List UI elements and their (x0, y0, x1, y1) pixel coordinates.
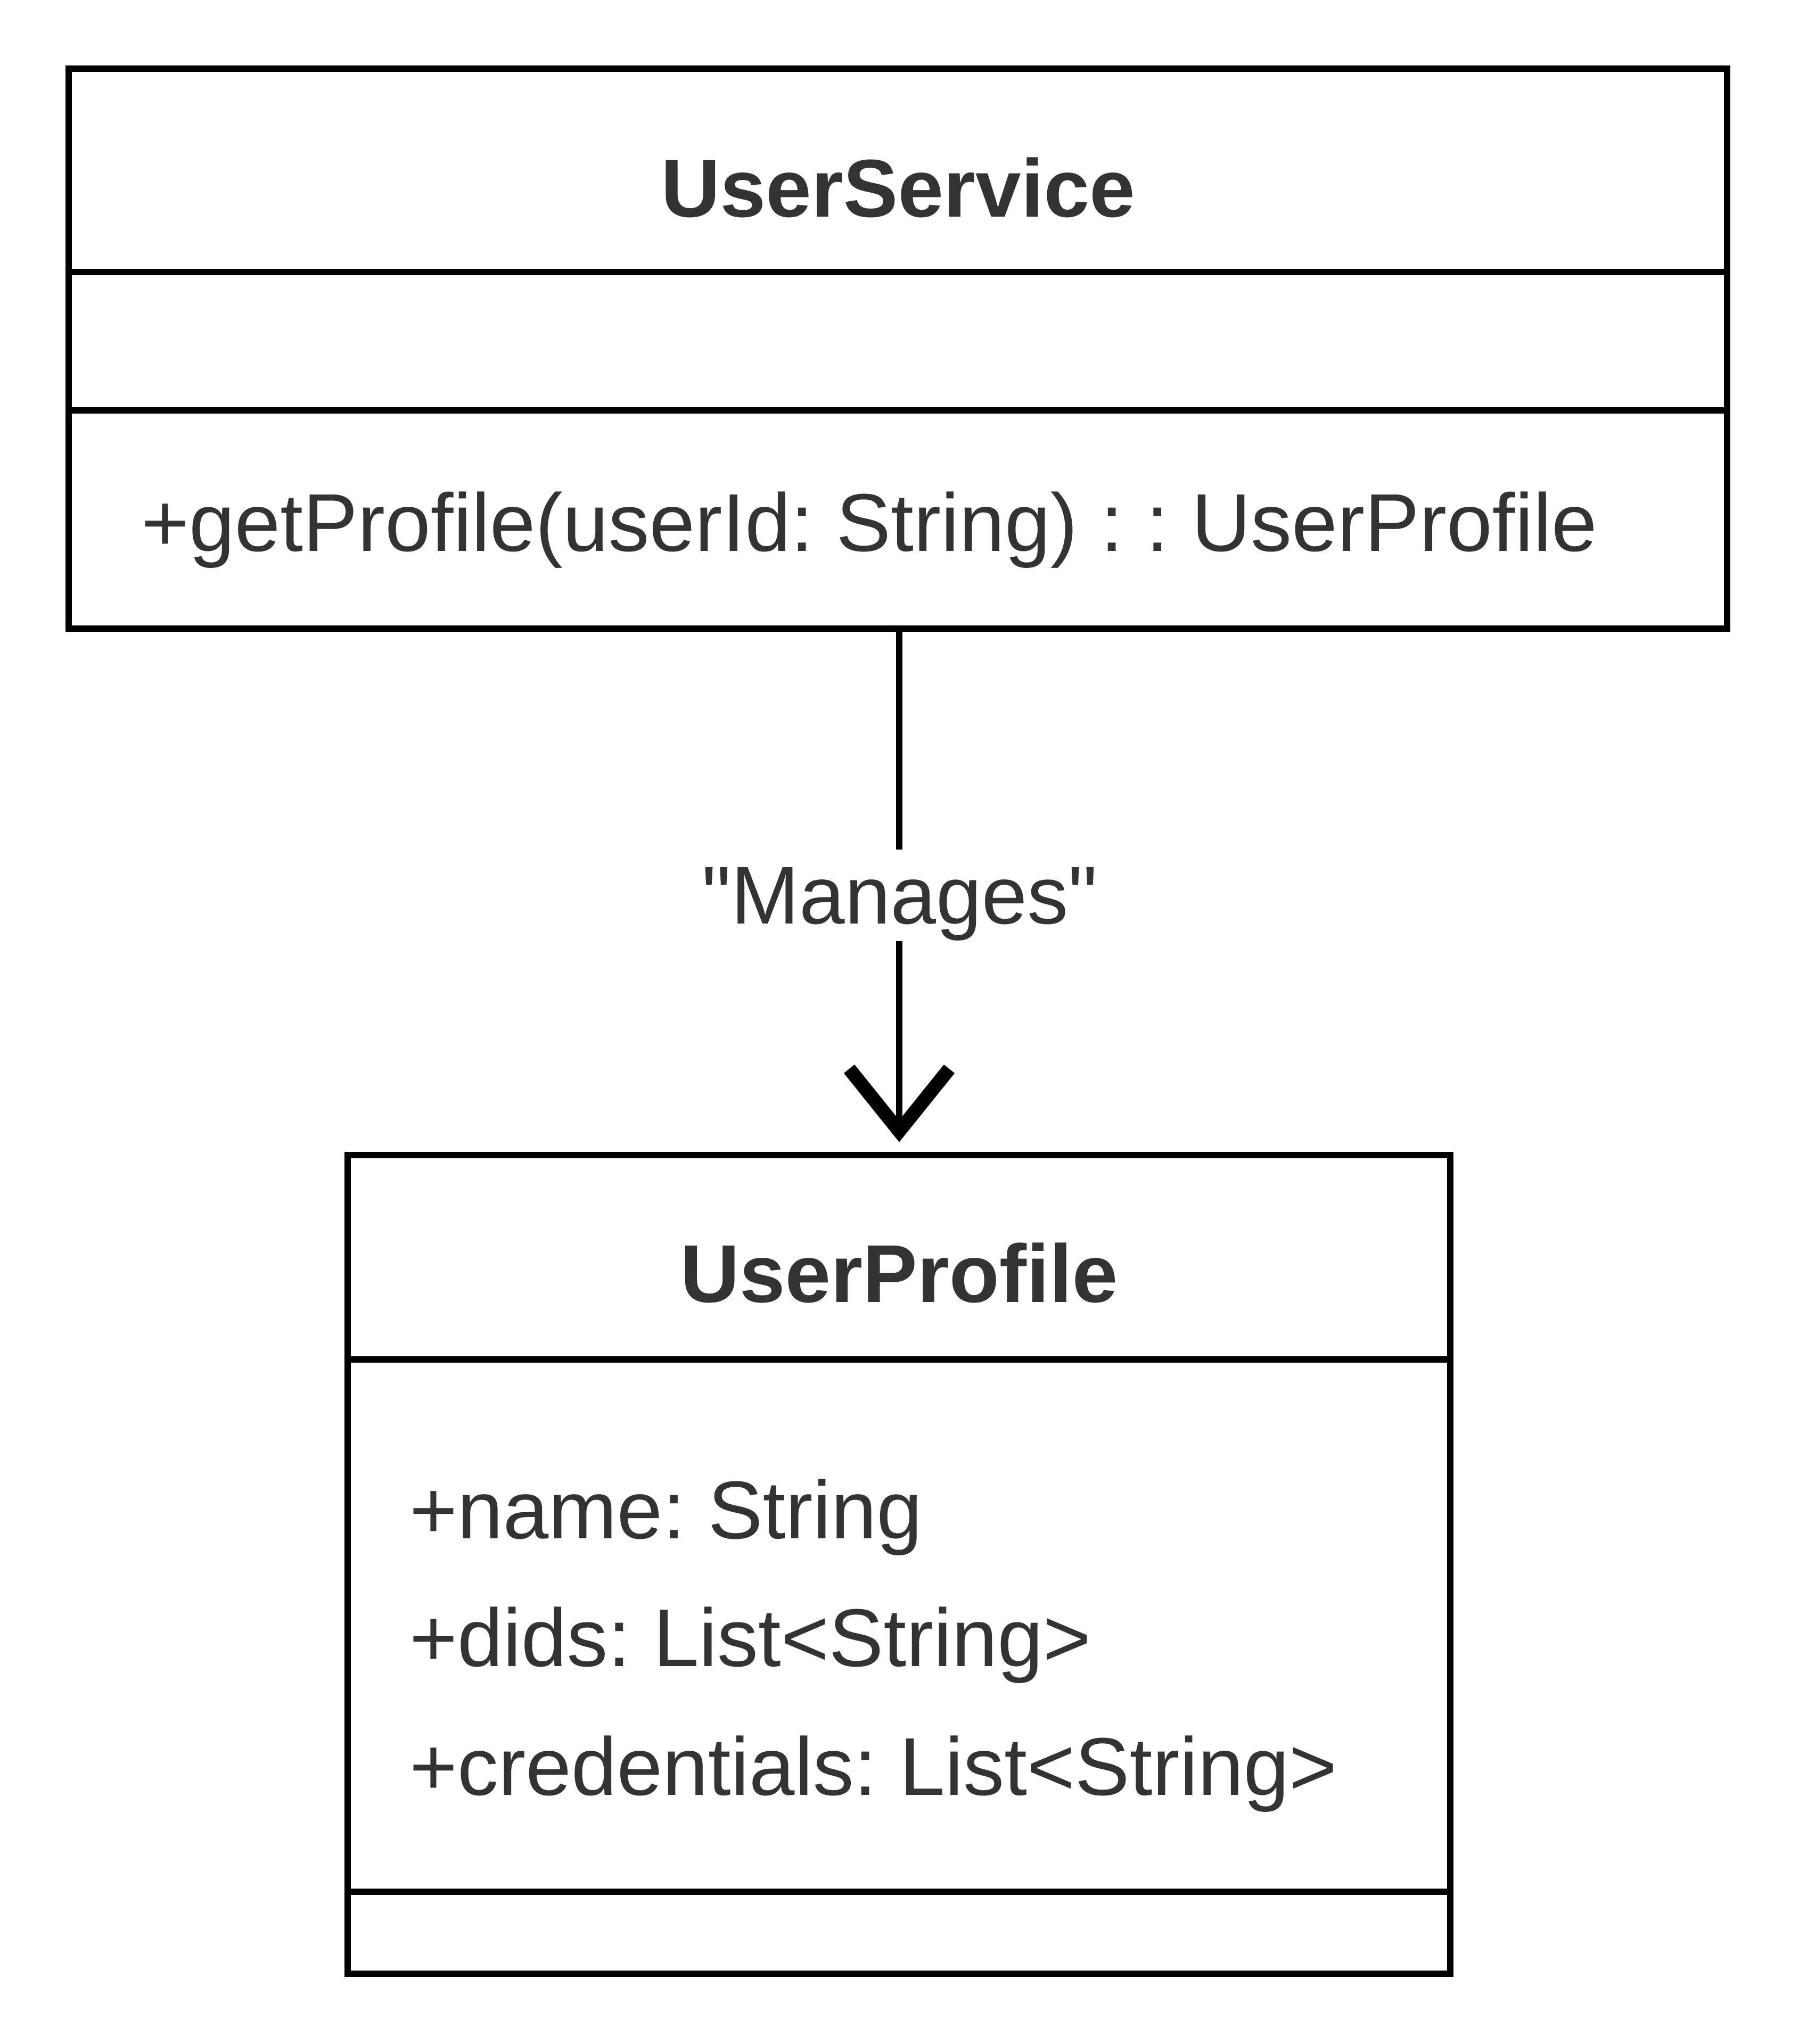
attribute-credentials: +credentials: List<String> (409, 1721, 1337, 1812)
attribute-name: +name: String (409, 1464, 923, 1556)
attributes-compartment: +name: String +dids: List<String> +crede… (351, 1356, 1447, 1889)
class-name: UserService (661, 143, 1135, 234)
relation-label: "Manages" (0, 850, 1799, 941)
class-name-compartment: UserService (72, 72, 1724, 269)
class-user-service[interactable]: UserService +getProfile(userId: String) … (65, 65, 1730, 632)
class-name-compartment: UserProfile (351, 1158, 1447, 1356)
operations-compartment (351, 1889, 1447, 1971)
class-name: UserProfile (680, 1228, 1118, 1320)
attributes-compartment (72, 269, 1724, 407)
open-arrowhead-icon (843, 1064, 955, 1142)
operations-compartment: +getProfile(userId: String) : : UserProf… (72, 407, 1724, 625)
class-user-profile[interactable]: UserProfile +name: String +dids: List<St… (344, 1152, 1453, 1977)
operation-get-profile: +getProfile(userId: String) : : UserProf… (141, 477, 1597, 568)
relation-label-text: "Manages" (691, 850, 1108, 941)
attribute-dids: +dids: List<String> (409, 1592, 1091, 1684)
